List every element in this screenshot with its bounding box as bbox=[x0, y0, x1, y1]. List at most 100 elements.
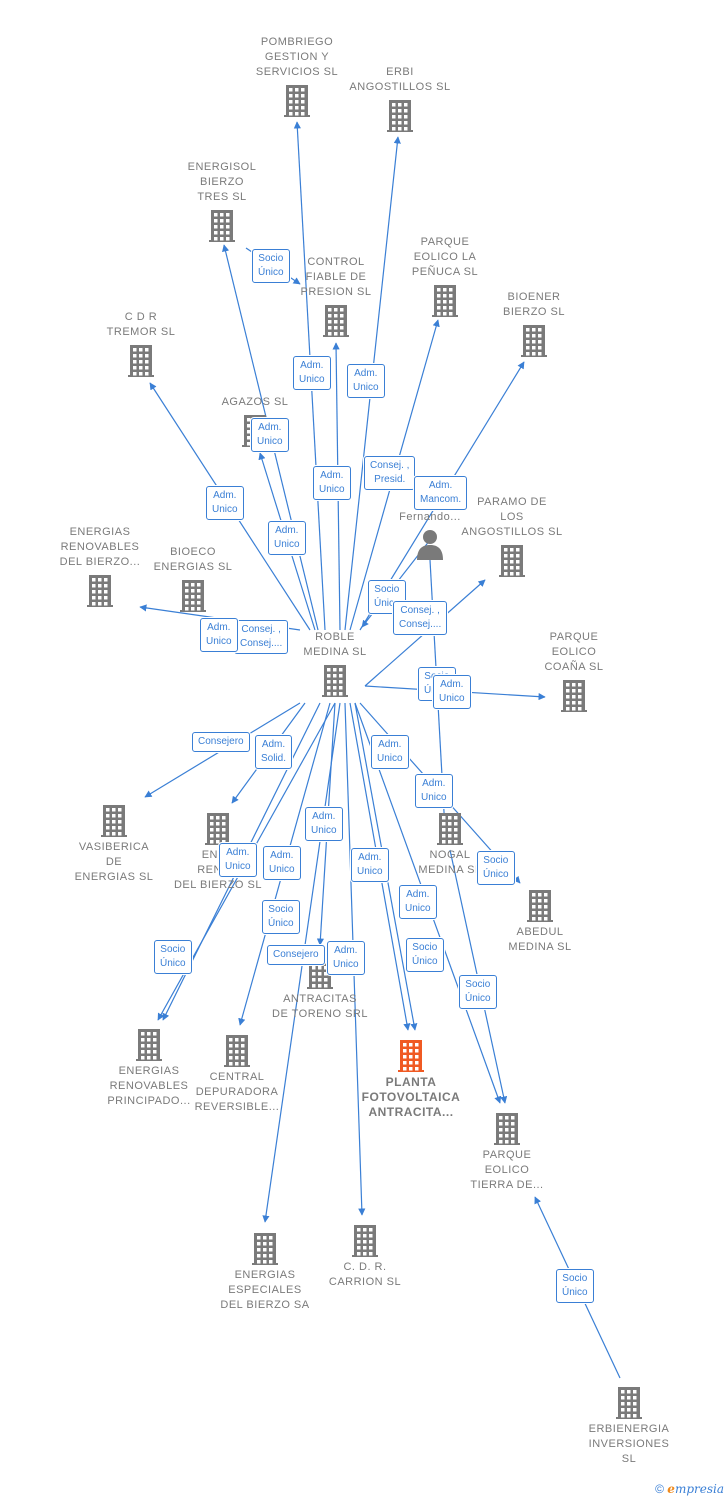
edge-label-19[interactable]: Adm. Unico bbox=[305, 807, 343, 841]
edge-label-14[interactable]: Adm. Unico bbox=[433, 675, 471, 709]
edge-label-17[interactable]: Adm. Unico bbox=[371, 735, 409, 769]
building-icon bbox=[380, 811, 520, 845]
node-label: ABEDUL MEDINA SL bbox=[508, 926, 572, 953]
node-planta[interactable]: PLANTA FOTOVOLTAICA ANTRACITA... bbox=[341, 1038, 481, 1120]
node-label: PARQUE EOLICO COAÑA SL bbox=[544, 631, 604, 673]
edge-label-28[interactable]: Adm. Unico bbox=[327, 941, 365, 975]
building-icon bbox=[71, 343, 211, 377]
edge-label-29[interactable]: Socio Único bbox=[406, 938, 444, 972]
building-icon bbox=[504, 678, 644, 712]
node-label: C D R TREMOR SL bbox=[106, 311, 176, 338]
edge-label-0[interactable]: Socio Único bbox=[252, 249, 290, 283]
edge-label-31[interactable]: Socio Único bbox=[556, 1269, 594, 1303]
building-icon bbox=[265, 663, 405, 697]
edge-label-7[interactable]: Adm. Unico bbox=[206, 486, 244, 520]
edge-label-21[interactable]: Adm. Unico bbox=[263, 846, 301, 880]
node-label: ERBIENERGIA INVERSIONES SL bbox=[588, 1423, 670, 1465]
building-icon bbox=[330, 98, 470, 132]
building-icon bbox=[295, 1223, 435, 1257]
node-erbi[interactable]: ERBI ANGOSTILLOS SL bbox=[330, 65, 470, 132]
node-roble[interactable]: ROBLE MEDINA SL bbox=[265, 630, 405, 697]
edge-label-18[interactable]: Adm. Unico bbox=[415, 774, 453, 808]
node-label: NOGAL MEDINA SL bbox=[418, 849, 482, 876]
edge-label-2[interactable]: Adm. Unico bbox=[347, 364, 385, 398]
node-cdepuradora[interactable]: CENTRAL DEPURADORA REVERSIBLE... bbox=[167, 1033, 307, 1115]
edge-label-10[interactable]: Consej. , Consej.... bbox=[393, 601, 448, 635]
edge-label-11[interactable]: Consej. , Consej.... bbox=[234, 620, 289, 654]
building-icon bbox=[559, 1385, 699, 1419]
node-label: PLANTA FOTOVOLTAICA ANTRACITA... bbox=[361, 1075, 461, 1119]
building-icon bbox=[375, 283, 515, 317]
person-icon bbox=[360, 528, 500, 560]
building-icon bbox=[152, 208, 292, 242]
node-erbierzo[interactable]: ENERGIAS RENOVABLES DEL BIERZO... bbox=[30, 525, 170, 607]
building-icon bbox=[123, 578, 263, 612]
edge-label-26[interactable]: Socio Único bbox=[154, 940, 192, 974]
building-icon bbox=[437, 1111, 577, 1145]
node-antracitas[interactable]: ANTRACITAS DE TORENO SRL bbox=[250, 955, 390, 1022]
node-bioener[interactable]: BIOENER BIERZO SL bbox=[464, 290, 604, 357]
edge-label-22[interactable]: Adm. Unico bbox=[351, 848, 389, 882]
node-bioeco[interactable]: BIOECO ENERGIAS SL bbox=[123, 545, 263, 612]
edge-label-12[interactable]: Adm. Unico bbox=[200, 618, 238, 652]
node-principado[interactable]: ENERGIAS RENOVABLES PRINCIPADO... bbox=[79, 1027, 219, 1109]
building-icon bbox=[227, 83, 367, 117]
node-penuca[interactable]: PARQUE EOLICO LA PEÑUCA SL bbox=[375, 235, 515, 317]
node-nogal[interactable]: NOGAL MEDINA SL bbox=[380, 811, 520, 878]
node-erbienergia[interactable]: ERBIENERGIA INVERSIONES SL bbox=[559, 1385, 699, 1467]
node-label: VASIBERICA DE ENERGIAS SL bbox=[74, 841, 154, 883]
node-label: ENERGIAS RENOVABLES PRINCIPADO... bbox=[107, 1065, 191, 1107]
node-label: POMBRIEGO GESTION Y SERVICIOS SL bbox=[255, 36, 339, 78]
node-especiales[interactable]: ENERGIAS ESPECIALES DEL BIERZO SA bbox=[195, 1231, 335, 1313]
node-label: ANTRACITAS DE TORENO SRL bbox=[272, 993, 368, 1020]
node-energisol[interactable]: ENERGISOL BIERZO TRES SL bbox=[152, 160, 292, 242]
node-coana[interactable]: PARQUE EOLICO COAÑA SL bbox=[504, 630, 644, 712]
edge-label-20[interactable]: Adm. Unico bbox=[219, 843, 257, 877]
edge-label-5[interactable]: Adm. Unico bbox=[313, 466, 351, 500]
building-icon bbox=[148, 811, 288, 845]
building-icon bbox=[470, 888, 610, 922]
building-icon bbox=[167, 1033, 307, 1067]
node-tierra[interactable]: PARQUE EOLICO TIERRA DE... bbox=[437, 1111, 577, 1193]
building-icon bbox=[266, 303, 406, 337]
edge-label-3[interactable]: Adm. Unico bbox=[251, 418, 289, 452]
node-label: ERBI ANGOSTILLOS SL bbox=[349, 66, 451, 93]
node-label: ENERGIAS RENOVABLES DEL BIERZO... bbox=[59, 526, 141, 568]
node-carrion[interactable]: C. D. R. CARRION SL bbox=[295, 1223, 435, 1290]
node-paramo[interactable]: PARAMO DE LOS ANGOSTILLOS SL bbox=[442, 495, 582, 577]
node-pombriego[interactable]: POMBRIEGO GESTION Y SERVICIOS SL bbox=[227, 35, 367, 117]
node-label: ROBLE MEDINA SL bbox=[303, 631, 367, 658]
edge-label-27[interactable]: Consejero bbox=[267, 945, 325, 965]
building-icon bbox=[30, 573, 170, 607]
building-icon bbox=[195, 1231, 335, 1265]
node-label: CENTRAL DEPURADORA REVERSIBLE... bbox=[194, 1071, 280, 1113]
edge-label-4[interactable]: Consej. , Presid. bbox=[364, 456, 416, 490]
edge-label-24[interactable]: Adm. Unico bbox=[399, 885, 437, 919]
node-label: PARQUE EOLICO LA PEÑUCA SL bbox=[411, 236, 479, 278]
node-label: PARQUE EOLICO TIERRA DE... bbox=[470, 1149, 544, 1191]
building-icon bbox=[442, 543, 582, 577]
copyright-symbol: © bbox=[655, 1482, 664, 1496]
brand-logo[interactable]: empresia bbox=[667, 1482, 724, 1496]
edge-label-6[interactable]: Adm. Mancom. bbox=[414, 476, 468, 510]
node-label: BIOENER BIERZO SL bbox=[503, 291, 565, 318]
edge-label-8[interactable]: Adm. Unico bbox=[268, 521, 306, 555]
building-icon bbox=[464, 323, 604, 357]
edge-label-16[interactable]: Adm. Solid. bbox=[255, 735, 293, 769]
node-label: AGAZOS SL bbox=[221, 396, 289, 408]
node-label: ENERGIAS ESPECIALES DEL BIERZO SA bbox=[220, 1269, 310, 1311]
node-label: ENERGISOL BIERZO TRES SL bbox=[187, 161, 257, 203]
node-label: CONTROL FIABLE DE PRESION SL bbox=[300, 256, 372, 298]
edge-label-25[interactable]: Socio Único bbox=[262, 900, 300, 934]
node-abedul[interactable]: ABEDUL MEDINA SL bbox=[470, 888, 610, 955]
node-control[interactable]: CONTROL FIABLE DE PRESION SL bbox=[266, 255, 406, 337]
edge-label-30[interactable]: Socio Único bbox=[459, 975, 497, 1009]
edge-label-1[interactable]: Adm. Unico bbox=[293, 356, 331, 390]
node-label: BIOECO ENERGIAS SL bbox=[153, 546, 233, 573]
node-vasiberica[interactable]: VASIBERICA DE ENERGIAS SL bbox=[44, 803, 184, 885]
edge-label-23[interactable]: Socio Único bbox=[477, 851, 515, 885]
edge-label-15[interactable]: Consejero bbox=[192, 732, 250, 752]
node-cdrtremor[interactable]: C D R TREMOR SL bbox=[71, 310, 211, 377]
building-icon bbox=[341, 1038, 481, 1072]
